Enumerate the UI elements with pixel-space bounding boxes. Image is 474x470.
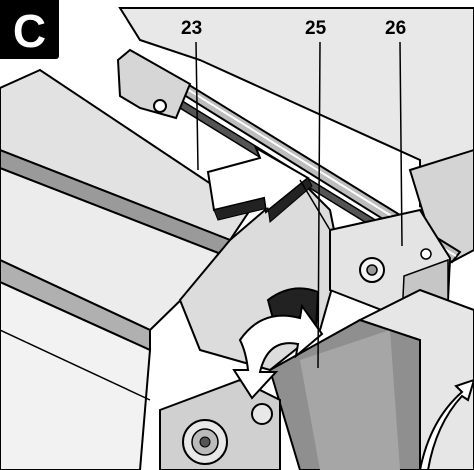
callout-23: 23 (181, 18, 203, 39)
leader-line-26 (399, 41, 403, 247)
rotation-arrow (418, 378, 474, 470)
pulley-hub (199, 436, 211, 448)
bracket-screw (153, 99, 167, 113)
panel-label-badge: C (0, 0, 59, 59)
fence-bracket (116, 48, 192, 120)
callout-26: 26 (385, 18, 407, 39)
callout-25: 25 (305, 18, 327, 39)
table-lower-line (0, 329, 151, 401)
pulley-small (251, 403, 273, 425)
clamp-knob-center (366, 264, 378, 276)
rotate-lever-arrow (232, 303, 324, 400)
chute-inner-shadow (300, 330, 400, 470)
infeed-table-top (0, 68, 252, 242)
leader-line-25 (317, 41, 321, 369)
table-lower-block (0, 280, 152, 470)
leader-line-23 (195, 41, 199, 171)
casting-edge-line (299, 179, 331, 231)
panel-label: C (12, 4, 47, 57)
push-arrow-shadow (213, 177, 313, 223)
chute-right-wall (357, 288, 474, 470)
clamp-screw (420, 248, 432, 260)
